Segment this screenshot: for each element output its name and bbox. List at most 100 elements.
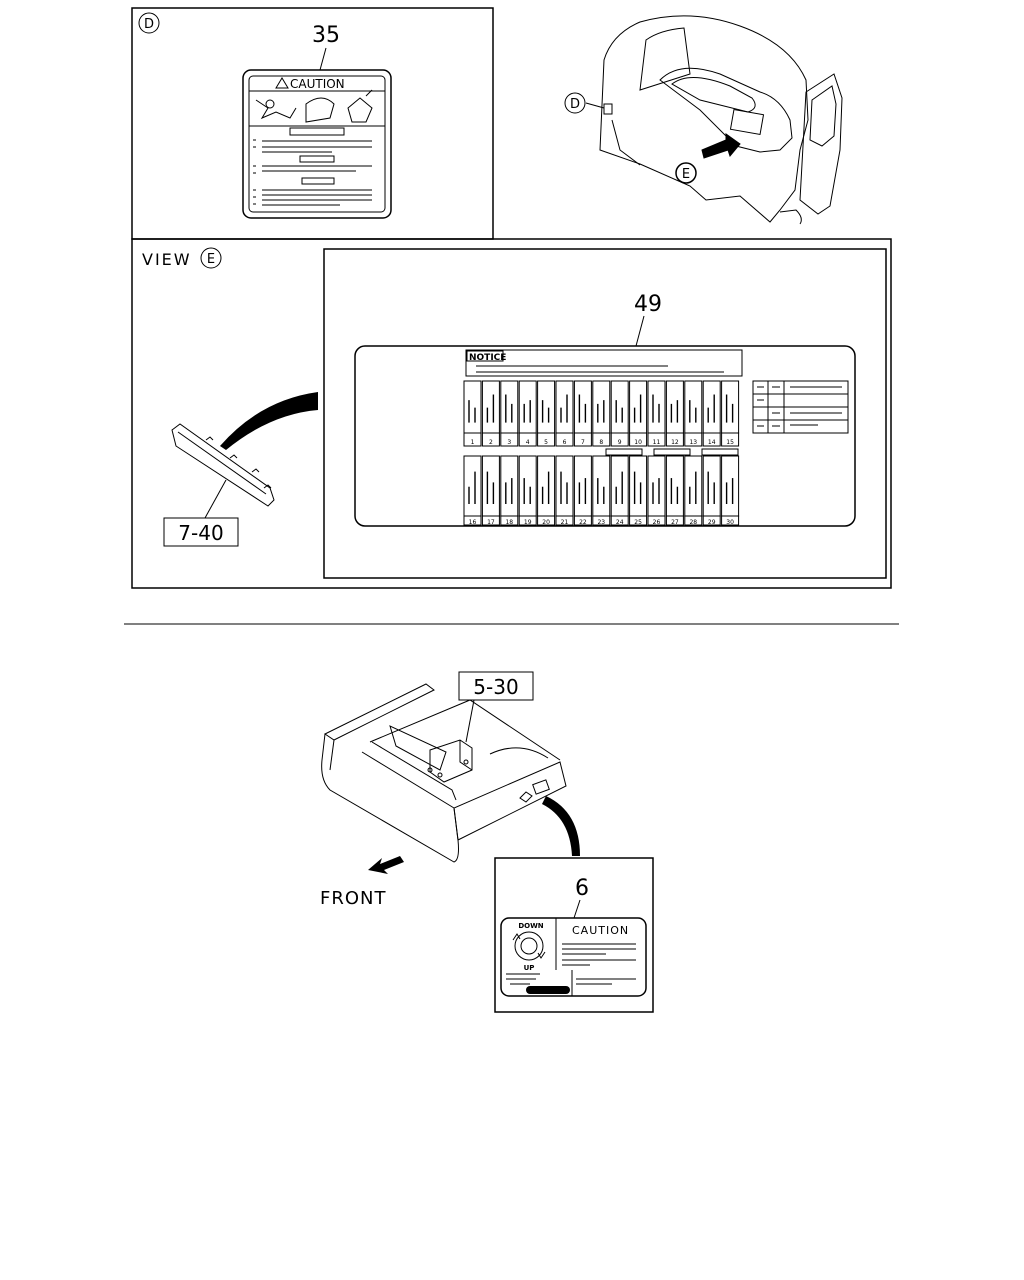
fuse-number-cell xyxy=(721,515,740,526)
leader-line-7-40 xyxy=(204,479,227,519)
fuse-number: 14 xyxy=(708,439,716,446)
label-49-frame xyxy=(323,248,887,579)
fuse-slot xyxy=(500,380,519,434)
detail-arrow xyxy=(220,392,318,450)
fuse-number-cell xyxy=(518,515,537,526)
fuse-number: 23 xyxy=(597,519,605,526)
fuse-number-cell xyxy=(610,515,629,526)
marker-e-cab-circle xyxy=(675,162,697,184)
fuse-slot xyxy=(481,455,500,517)
fuse-number-cell xyxy=(684,515,703,526)
dial-down-label: DOWN xyxy=(518,922,543,930)
fuse-slot xyxy=(629,455,648,517)
dial-up-label: UP xyxy=(524,964,535,972)
fuse-slot xyxy=(500,455,519,517)
warning-triangle-icon xyxy=(275,77,289,89)
part-ref-5-30: 5-30 xyxy=(473,675,518,699)
fuse-number: 20 xyxy=(542,519,550,526)
front-arrow-icon xyxy=(368,856,404,874)
caution-label-35: CAUTION xyxy=(242,69,392,219)
fuse-number-cell xyxy=(721,432,740,447)
fuse-slot xyxy=(665,455,684,517)
marker-d-cab-circle xyxy=(564,92,586,114)
fuse-number-cell xyxy=(702,432,721,447)
marker-e-cab: E xyxy=(682,167,690,182)
fuse-number-cell xyxy=(592,432,611,447)
fuse-number-cell xyxy=(665,515,684,526)
fuse-number: 28 xyxy=(689,519,697,526)
fuse-number-cell xyxy=(481,432,500,447)
curved-pointer-arrow xyxy=(542,796,580,856)
fuse-slot xyxy=(610,380,629,434)
fuse-number: 18 xyxy=(505,519,513,526)
fuse-number: 26 xyxy=(653,519,661,526)
part-ref-7-40-box xyxy=(163,517,239,547)
fuse-number-cell xyxy=(610,432,629,447)
fuse-slot xyxy=(537,380,556,434)
fuse-number: 24 xyxy=(616,519,624,526)
rotation-dial-icon xyxy=(514,931,544,961)
fuse-number: 4 xyxy=(526,439,530,446)
fuse-number: 9 xyxy=(618,439,622,446)
fuse-number-cell xyxy=(500,432,519,447)
fuse-number-cell xyxy=(573,432,592,447)
label-d-location xyxy=(603,103,613,115)
fuse-number: 16 xyxy=(469,519,477,526)
fuse-number-cell xyxy=(463,515,482,526)
fuse-slot xyxy=(481,380,500,434)
fuse-slot xyxy=(665,380,684,434)
view-e-arrow xyxy=(701,133,741,159)
fuse-number: 29 xyxy=(708,519,716,526)
fuse-number-cell xyxy=(702,515,721,526)
fuse-number: 11 xyxy=(653,439,661,446)
fuse-slot xyxy=(573,455,592,517)
fuse-number: 15 xyxy=(726,439,734,446)
fuse-number: 1 xyxy=(471,439,475,446)
fuse-slot xyxy=(555,380,574,434)
cab-body xyxy=(599,15,809,223)
fuse-number-cell xyxy=(665,432,684,447)
panel-label-6: 6 CAUTION DOWN UP xyxy=(494,857,654,1013)
caution-label-6: CAUTION DOWN UP xyxy=(500,917,647,997)
fuse-slot xyxy=(684,455,703,517)
frame-illustration xyxy=(321,683,567,863)
fuse-number-cell xyxy=(629,432,648,447)
part-ref-7-40: 7-40 xyxy=(178,521,223,545)
fuse-slot xyxy=(702,380,721,434)
part-number-49: 49 xyxy=(634,292,662,317)
fuse-slot xyxy=(573,380,592,434)
marker-d-circle xyxy=(138,12,160,34)
fuse-slot xyxy=(647,380,666,434)
fuse-number: 3 xyxy=(507,439,511,446)
view-e-frame xyxy=(131,238,892,589)
fuse-number-cell xyxy=(573,515,592,526)
cab-seat xyxy=(659,67,793,153)
fuse-number: 7 xyxy=(581,439,585,446)
fuse-number: 17 xyxy=(487,519,495,526)
leader-line-49 xyxy=(635,315,645,347)
fuse-slot xyxy=(684,380,703,434)
fuse-number: 19 xyxy=(524,519,532,526)
caution-title-35: CAUTION xyxy=(290,77,345,91)
fuse-number-cell xyxy=(518,432,537,447)
fuse-number: 22 xyxy=(579,519,587,526)
fuse-slot xyxy=(647,455,666,517)
fuse-number: 12 xyxy=(671,439,679,446)
notice-title: NOTICE xyxy=(469,353,506,363)
view-e-caption: VIEW xyxy=(142,250,192,269)
fuse-slot xyxy=(463,455,482,517)
marker-e-view: E xyxy=(207,252,215,267)
panel-d: D 35 CAUTION xyxy=(131,7,494,240)
fuse-number-cell xyxy=(629,515,648,526)
fuse-slot xyxy=(721,455,740,517)
fuse-slot xyxy=(537,455,556,517)
fuse-number-cell xyxy=(592,515,611,526)
fuse-number: 5 xyxy=(544,439,548,446)
part-number-35: 35 xyxy=(312,23,340,48)
marker-d-cab: D xyxy=(570,97,580,112)
fuse-slot xyxy=(721,380,740,434)
fuse-number-cell xyxy=(537,432,556,447)
fuse-number: 25 xyxy=(634,519,642,526)
cab-illustration xyxy=(585,15,843,225)
